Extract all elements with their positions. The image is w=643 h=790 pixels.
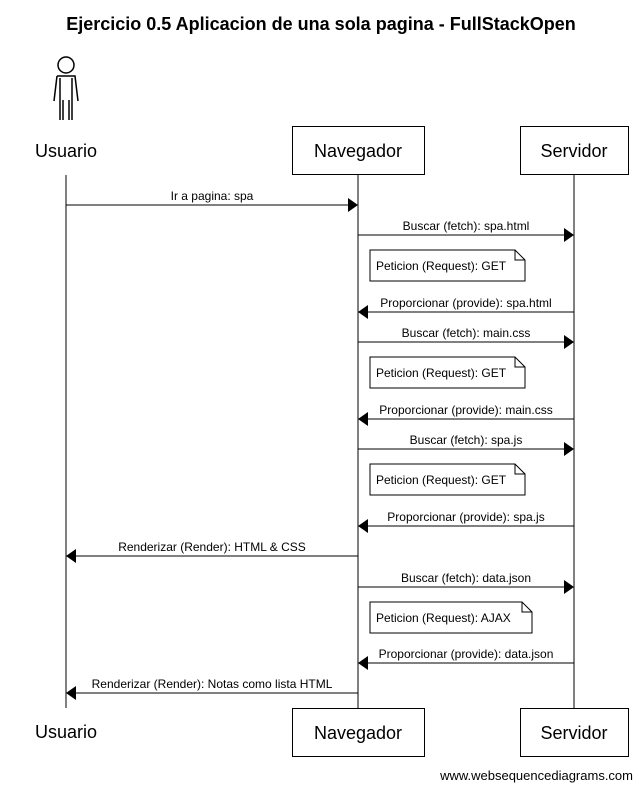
message-label: Renderizar (Render): Notas como lista HT…: [92, 677, 333, 691]
arrowhead-icon: [564, 228, 574, 242]
message-7: Proporcionar (provide): spa.js: [358, 510, 574, 533]
note-fold-icon: [514, 357, 525, 368]
arrowhead-icon: [66, 686, 76, 700]
participant-usuario-bottom-label: Usuario: [35, 722, 97, 742]
note-label: Peticion (Request): AJAX: [376, 611, 511, 625]
participant-navegador-top: Navegador: [292, 126, 425, 175]
note-label: Peticion (Request): GET: [376, 473, 507, 487]
participant-box: [292, 126, 425, 175]
message-label: Renderizar (Render): HTML & CSS: [118, 540, 306, 554]
message-6: Buscar (fetch): spa.js: [358, 433, 574, 456]
arrowhead-icon: [358, 305, 368, 319]
note-label: Peticion (Request): GET: [376, 366, 507, 380]
note-box: [369, 356, 526, 389]
note-fold-icon: [514, 250, 525, 261]
diagram-title: Ejercicio 0.5 Aplicacion de una sola pag…: [66, 14, 575, 34]
participant-box: [292, 708, 425, 757]
note-fold-icon: [514, 464, 525, 475]
participant-label: Navegador: [314, 723, 402, 743]
arrowhead-icon: [358, 656, 368, 670]
note-3: Peticion (Request): GET: [369, 463, 526, 496]
arrowhead-icon: [564, 335, 574, 349]
arrowhead-icon: [348, 198, 358, 212]
arrowhead-icon: [358, 412, 368, 426]
note-fold-icon: [521, 602, 532, 613]
message-1: Ir a pagina: spa: [66, 189, 358, 212]
arrowhead-icon: [358, 519, 368, 533]
participant-label: Servidor: [540, 141, 607, 161]
footer-credit: www.websequencediagrams.com: [439, 768, 633, 783]
message-label: Proporcionar (provide): spa.html: [380, 296, 551, 310]
note-4: Peticion (Request): AJAX: [369, 601, 533, 634]
participant-label: Navegador: [314, 141, 402, 161]
participant-box: [520, 126, 629, 175]
user-actor-icon: [53, 56, 79, 120]
message-5: Proporcionar (provide): main.css: [358, 403, 574, 426]
message-label: Buscar (fetch): data.json: [401, 571, 531, 585]
participant-servidor-top: Servidor: [520, 126, 629, 175]
arrowhead-icon: [564, 442, 574, 456]
message-10: Proporcionar (provide): data.json: [358, 647, 574, 670]
message-label: Proporcionar (provide): main.css: [379, 403, 552, 417]
message-11: Renderizar (Render): Notas como lista HT…: [66, 677, 358, 700]
note-label: Peticion (Request): GET: [376, 259, 507, 273]
message-label: Buscar (fetch): main.css: [402, 326, 531, 340]
message-2: Buscar (fetch): spa.html: [358, 219, 574, 242]
message-label: Buscar (fetch): spa.js: [410, 433, 523, 447]
note-1: Peticion (Request): GET: [369, 249, 526, 282]
message-3: Proporcionar (provide): spa.html: [358, 296, 574, 319]
participant-navegador-bottom: Navegador: [292, 708, 425, 757]
message-label: Buscar (fetch): spa.html: [403, 219, 530, 233]
note-box: [369, 249, 526, 282]
arrowhead-icon: [564, 580, 574, 594]
participant-label: Servidor: [540, 723, 607, 743]
message-label: Ir a pagina: spa: [171, 189, 254, 203]
lifelines: [65, 175, 575, 708]
note-2: Peticion (Request): GET: [369, 356, 526, 389]
arrowhead-icon: [66, 549, 76, 563]
message-4: Buscar (fetch): main.css: [358, 326, 574, 349]
participant-usuario-top-label: Usuario: [35, 141, 97, 161]
participant-box: [520, 708, 629, 757]
message-9: Buscar (fetch): data.json: [358, 571, 574, 594]
note-box: [369, 601, 533, 634]
participant-servidor-bottom: Servidor: [520, 708, 629, 757]
note-box: [369, 463, 526, 496]
message-label: Proporcionar (provide): spa.js: [387, 510, 544, 524]
participants: UsuarioUsuarioNavegadorNavegadorServidor…: [35, 56, 629, 757]
message-8: Renderizar (Render): HTML & CSS: [66, 540, 358, 563]
message-label: Proporcionar (provide): data.json: [379, 647, 554, 661]
